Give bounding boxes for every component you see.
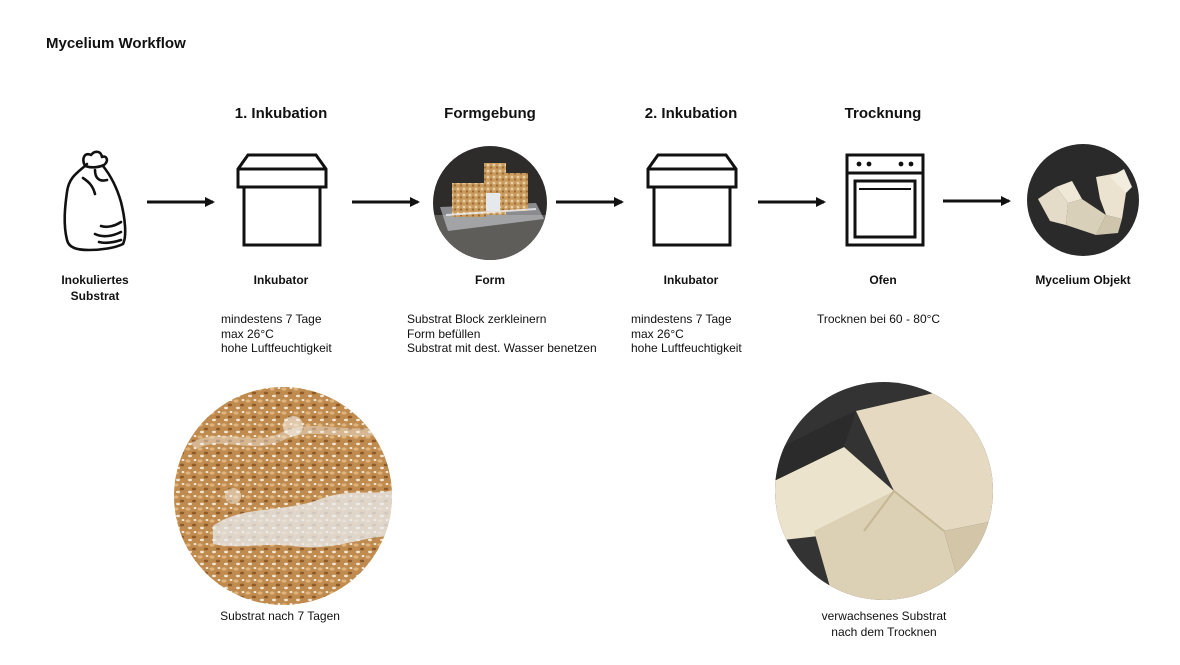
detail-line: mindestens 7 Tage [631, 312, 732, 326]
detail-line: Substrat Block zerkleinern [407, 312, 547, 326]
substrate-photo [174, 387, 392, 605]
oven-icon [845, 153, 925, 247]
step-details-trocknung: Trocknen bei 60 - 80°C [817, 312, 940, 327]
step-title-formgebung: Formgebung [444, 105, 536, 122]
detail-line: Trocknen bei 60 - 80°C [817, 312, 941, 326]
step-details-formgebung: Substrat Block zerkleinern Form befüllen… [407, 312, 597, 356]
detail-line: max 26°C [221, 326, 274, 341]
detail-line: Form befüllen [407, 326, 481, 341]
detail-line: mindestens 7 Tage [221, 312, 322, 326]
step-title-trocknung: Trocknung [844, 105, 922, 122]
step-details-1-inkubation: mindestens 7 Tage max 26°C hohe Luftfeuc… [221, 312, 332, 356]
step-label-inkubator-2: Inkubator [663, 273, 719, 287]
step-label-inkubator-1: Inkubator [253, 273, 309, 287]
step-title-1-inkubation: 1. Inkubation [234, 105, 328, 122]
step-title-2-inkubation: 2. Inkubation [644, 105, 738, 122]
dried-substrate-photo [775, 382, 993, 600]
page-title: Mycelium Workflow [46, 35, 186, 52]
mycelium-object-photo [1027, 144, 1139, 256]
step-label-form: Form [475, 273, 505, 287]
detail-line: hohe Luftfeuchtigkeit [631, 341, 742, 355]
step-label-mycelium-objekt: Mycelium Objekt [1035, 273, 1131, 287]
incubator-box-icon [236, 153, 328, 247]
bag-icon [63, 150, 127, 252]
photo-caption-dried-substrate: verwachsenes Substrat nach dem Trocknen [821, 609, 947, 639]
detail-line: hohe Luftfeuchtigkeit [221, 341, 332, 355]
detail-line: Substrat mit dest. Wasser benetzen [407, 341, 597, 355]
step-details-2-inkubation: mindestens 7 Tage max 26°C hohe Luftfeuc… [631, 312, 742, 356]
detail-line: max 26°C [631, 326, 684, 341]
mold-photo [433, 146, 547, 260]
step-label-ofen: Ofen [869, 273, 897, 287]
photo-caption-substrate: Substrat nach 7 Tagen [220, 609, 340, 623]
step-label-inokuliertes-substrat: Inokuliertes Substrat [61, 273, 129, 303]
incubator-box-icon [646, 153, 738, 247]
